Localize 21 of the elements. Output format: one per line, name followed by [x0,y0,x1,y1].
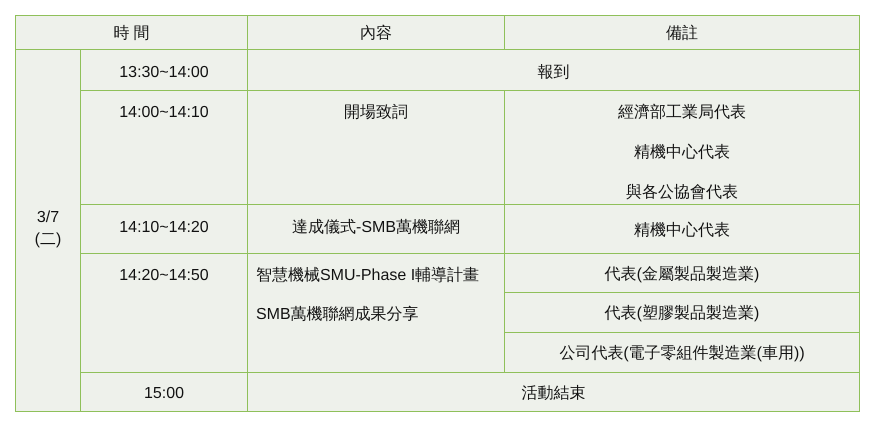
time-text: 14:00~14:10 [118,103,210,123]
speaker-text: 精機中心代表 [633,220,731,241]
time-text: 13:30~14:00 [118,63,210,83]
agenda-text: 達成儀式-SMB萬機聯網 [291,218,461,238]
agenda-text: 活動結束 [520,384,586,404]
speaker-text: 經濟部工業局代表 [617,102,747,123]
speaker-text: 代表(金屬製品製造業) [604,264,760,285]
column-header: 備註 [665,24,699,44]
agenda-text: 開場致詞 [343,102,409,123]
column-header: 內容 [359,24,393,44]
speaker-text: 與各公協會代表 [625,182,739,203]
agenda-text: 報到 [536,63,570,83]
date-text: 3/7 (二) [34,208,62,250]
time-text: 15:00 [142,384,186,404]
column-header: 時 間 [112,24,151,44]
speaker-text: 公司代表(電子零組件製造業(車用)) [558,344,806,364]
speaker-text: 精機中心代表 [633,142,731,163]
time-text: 14:20~14:50 [118,266,210,286]
speaker-text: 代表(塑膠製品製造業) [604,303,760,324]
time-text: 14:10~14:20 [118,218,210,238]
agenda-text: 智慧機械SMU-Phase I輔導計畫SMB萬機聯網成果分享 [256,266,480,325]
